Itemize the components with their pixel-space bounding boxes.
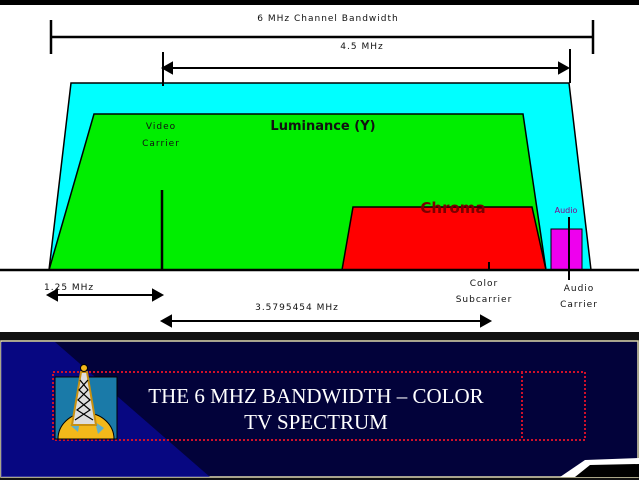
audio-label: Audio — [555, 206, 578, 215]
title-line-1: THE 6 MHZ BANDWIDTH – COLOR — [148, 384, 483, 408]
channel-bandwidth-label: 6 MHz Channel Bandwidth — [257, 14, 398, 24]
video-carrier-label-2: Carrier — [142, 139, 180, 149]
color-subcarrier-label-1: Color — [470, 279, 499, 289]
top-border — [0, 0, 639, 5]
radio-tower-globe-icon — [54, 364, 118, 440]
audio-carrier-label-1: Audio — [564, 284, 595, 294]
audio-offset-dimension — [160, 49, 571, 86]
audio-band — [550, 228, 583, 271]
video-carrier-label-1: Video — [146, 122, 176, 132]
color-subcarrier-label-2: Subcarrier — [456, 295, 513, 305]
audio-carrier-label-2: Carrier — [560, 300, 598, 310]
vestigial-dimension — [45, 288, 165, 302]
audio-offset-label: 4.5 MHz — [340, 42, 383, 52]
luminance-label: Luminance (Y) — [270, 119, 375, 134]
subcarrier-offset-dimension — [159, 314, 493, 328]
vestigial-label: 1.25 MHz — [44, 283, 94, 293]
channel-bandwidth-dimension — [49, 20, 595, 54]
subcarrier-offset-label: 3.5795454 MHz — [255, 303, 339, 313]
title-line-2: TV SPECTRUM — [244, 410, 388, 434]
chroma-label: Chroma — [420, 199, 485, 217]
